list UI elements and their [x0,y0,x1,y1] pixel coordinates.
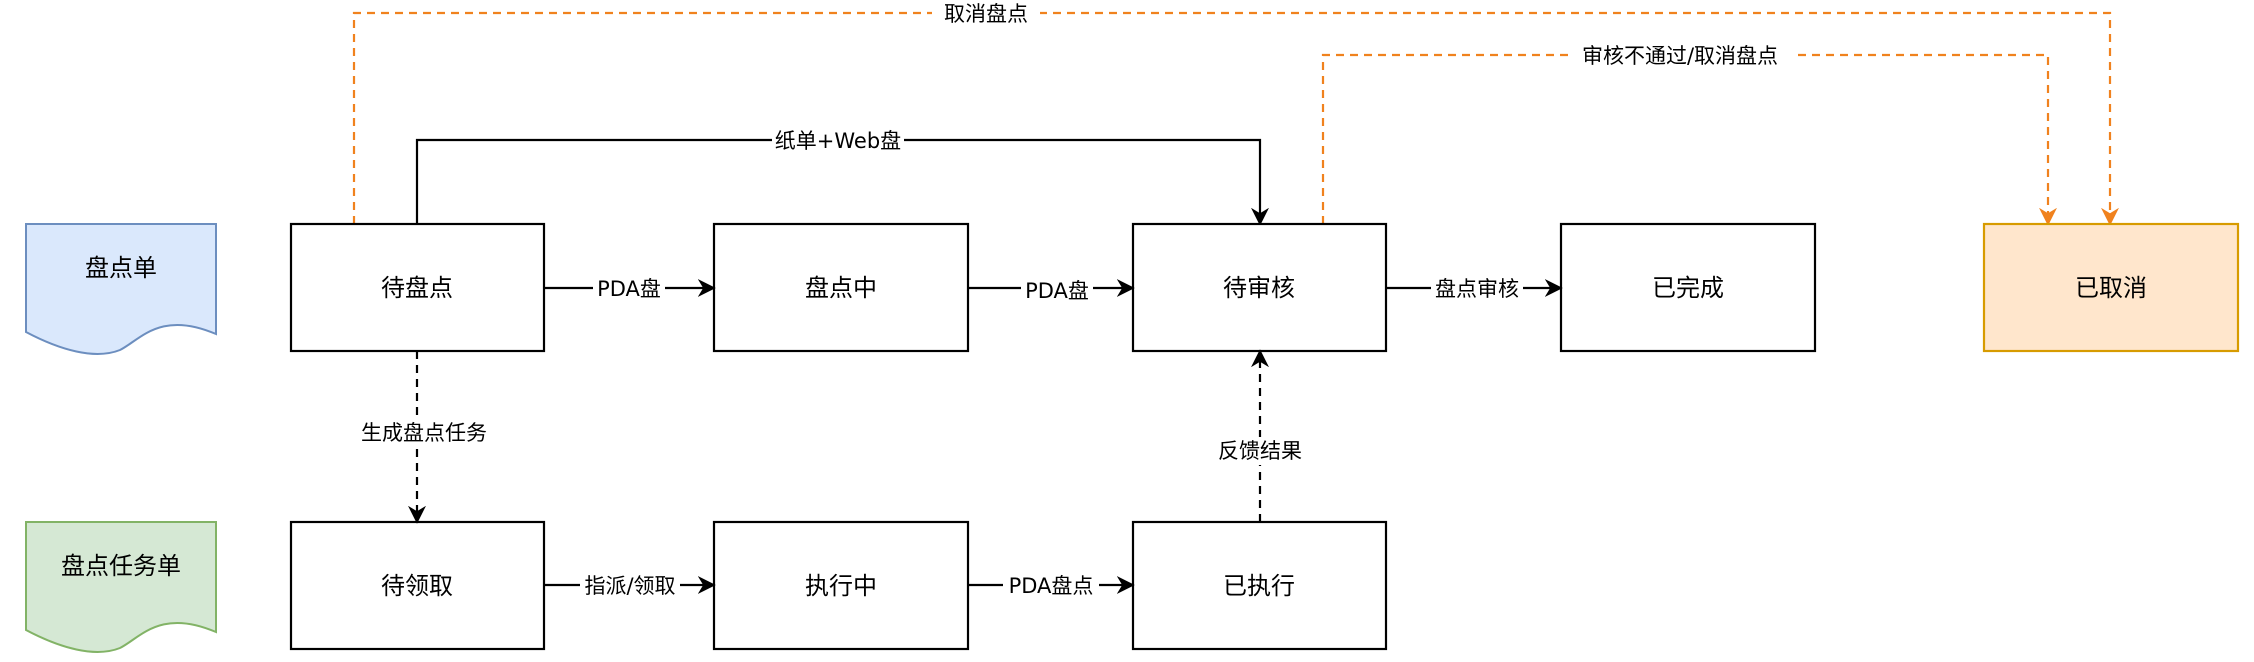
edge-label-pda-inventory: PDA盘点 [1009,574,1094,598]
edge-label-pda-count-1: PDA盘 [597,277,661,301]
edge-label-generate-task: 生成盘点任务 [361,421,487,445]
edge-label-assign-claim: 指派/领取 [584,574,675,598]
state-executing [712,520,970,651]
edge-label-paper-web: 纸单+Web盘 [775,129,901,153]
state-executed [1131,520,1388,651]
doc-task-sheet [25,521,217,653]
edge-label-feedback-result: 反馈结果 [1218,439,1302,463]
state-cancelled [1982,222,2240,353]
edge-label-count-review: 盘点审核 [1435,277,1519,301]
edge-review-fail-cancel [1321,53,2057,226]
doc-task-sheet-label: 盘点任务单 [61,552,181,580]
state-pending-review-label: 待审核 [1223,274,1295,302]
doc-inventory-sheet-label: 盘点单 [85,254,157,282]
state-executed-label: 已执行 [1223,572,1295,600]
edge-label-review-fail-cancel: 审核不通过/取消盘点 [1582,44,1778,68]
state-pending-claim-label: 待领取 [381,572,453,600]
edge-cancel-count-top [352,11,2119,226]
state-executing-label: 执行中 [805,572,877,600]
state-pending-count-label: 待盘点 [381,274,453,302]
state-completed-label: 已完成 [1652,274,1724,302]
state-pending-claim [289,520,546,651]
doc-inventory-sheet [25,223,217,355]
edge-label-pda-count-2: PDA盘 [1025,279,1089,303]
state-cancelled-label: 已取消 [2075,274,2147,302]
edge-label-cancel-count: 取消盘点 [944,2,1028,26]
state-counting-label: 盘点中 [805,274,877,302]
